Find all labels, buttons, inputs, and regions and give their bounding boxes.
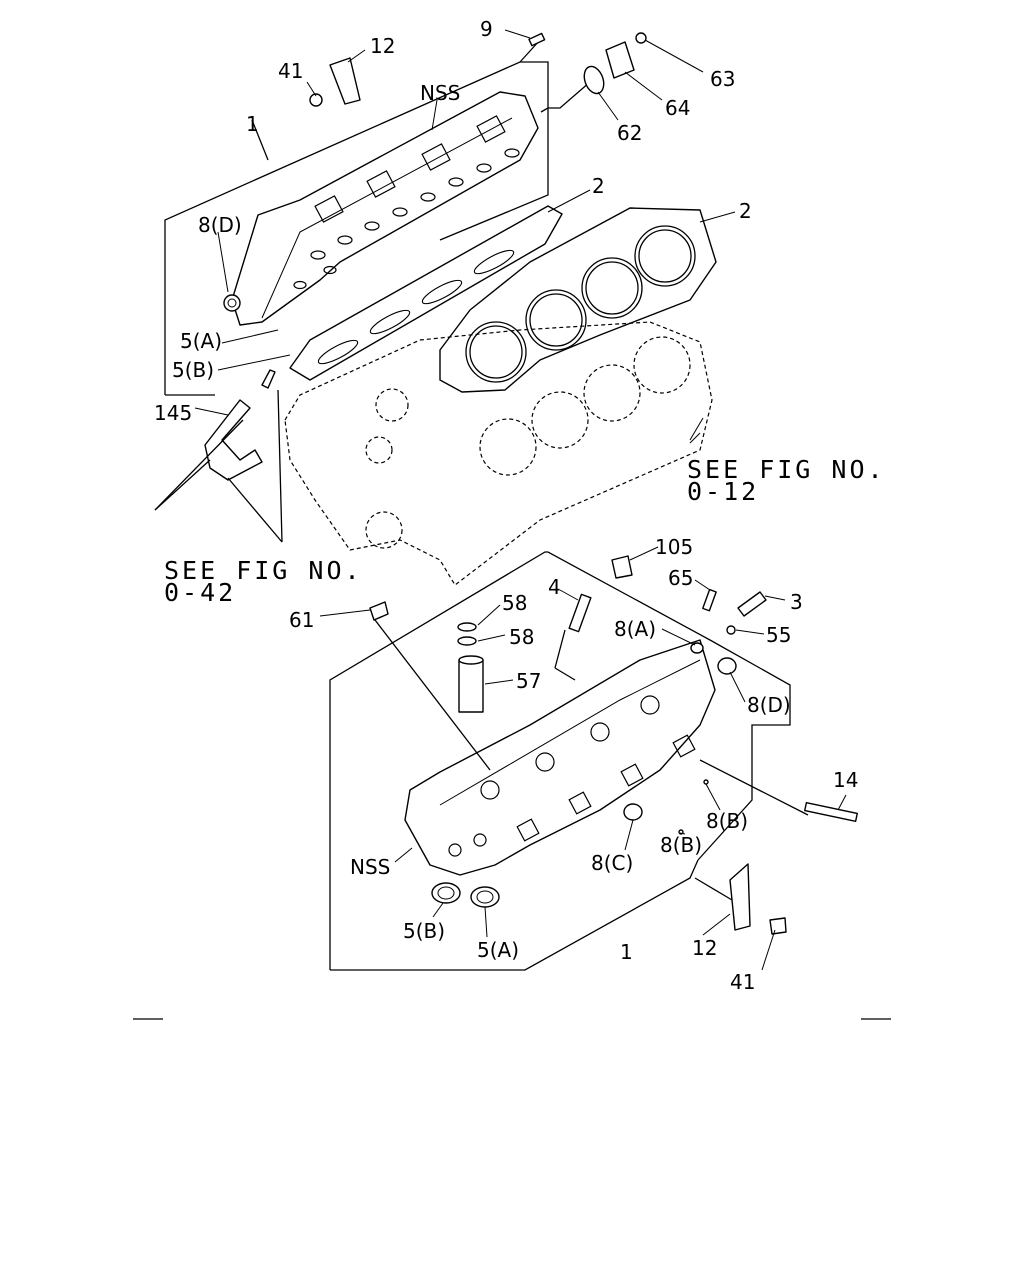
callout-3: 3 [790, 590, 803, 614]
see-fig-012-line2: 0-12 [687, 477, 759, 506]
leader-lines [194, 29, 847, 971]
callout-8d-bottom: 8(D) [747, 693, 791, 717]
figure-references: SEE FIG NO. 0-12 SEE FIG NO. 0-42 [164, 455, 886, 607]
upper-assembly-bracket [164, 39, 591, 396]
callout-nss-top: NSS [420, 81, 460, 105]
callout-12-top: 12 [370, 34, 395, 58]
callout-9: 9 [480, 17, 493, 41]
callout-63: 63 [710, 67, 735, 91]
callout-64: 64 [665, 96, 690, 120]
right-head-gasket [439, 207, 717, 393]
callout-57: 57 [516, 669, 541, 693]
callout-5b-bottom: 5(B) [403, 919, 445, 943]
see-fig-012-line1: SEE FIG NO. [687, 455, 886, 484]
callout-1-bottom: 1 [620, 940, 633, 964]
upper-head-gasket [289, 205, 563, 381]
callout-8b-a: 8(B) [706, 809, 748, 833]
callout-41-top: 41 [278, 59, 303, 83]
callout-55: 55 [766, 623, 791, 647]
bracket-145 [154, 389, 283, 543]
callout-62: 62 [617, 121, 642, 145]
lower-assembly-bracket [329, 551, 791, 971]
callout-nss-bottom: NSS [350, 855, 390, 879]
callout-58-b: 58 [509, 625, 534, 649]
callout-8a: 8(A) [614, 617, 656, 641]
see-fig-042-line2: 0-42 [164, 578, 236, 607]
upper-cylinder-head [223, 91, 539, 326]
callout-8d-top: 8(D) [198, 213, 242, 237]
cylinder-block-reference [284, 321, 713, 586]
callout-2-b: 2 [739, 199, 752, 223]
callout-61: 61 [289, 608, 314, 632]
callout-12-bottom: 12 [692, 936, 717, 960]
callout-145: 145 [154, 401, 192, 425]
callout-14: 14 [833, 768, 858, 792]
callout-58-a: 58 [502, 591, 527, 615]
callout-41-bottom: 41 [730, 970, 755, 994]
see-fig-042-line1: SEE FIG NO. [164, 556, 363, 585]
lower-small-parts [369, 555, 858, 935]
callout-8c: 8(C) [591, 851, 633, 875]
callout-5b-top: 5(B) [172, 358, 214, 382]
upper-small-parts [261, 32, 647, 389]
callout-65: 65 [668, 566, 693, 590]
callout-2-a: 2 [592, 174, 605, 198]
callout-labels: 9 41 12 63 64 62 NSS 1 2 2 8(D) 5(A) 5(B… [154, 17, 858, 994]
callout-105: 105 [655, 535, 693, 559]
callout-5a-bottom: 5(A) [477, 938, 519, 962]
callout-4: 4 [548, 575, 561, 599]
callout-5a-top: 5(A) [180, 329, 222, 353]
lower-cylinder-head [404, 639, 737, 908]
callout-8b-b: 8(B) [660, 833, 702, 857]
callout-1-top: 1 [246, 112, 259, 136]
